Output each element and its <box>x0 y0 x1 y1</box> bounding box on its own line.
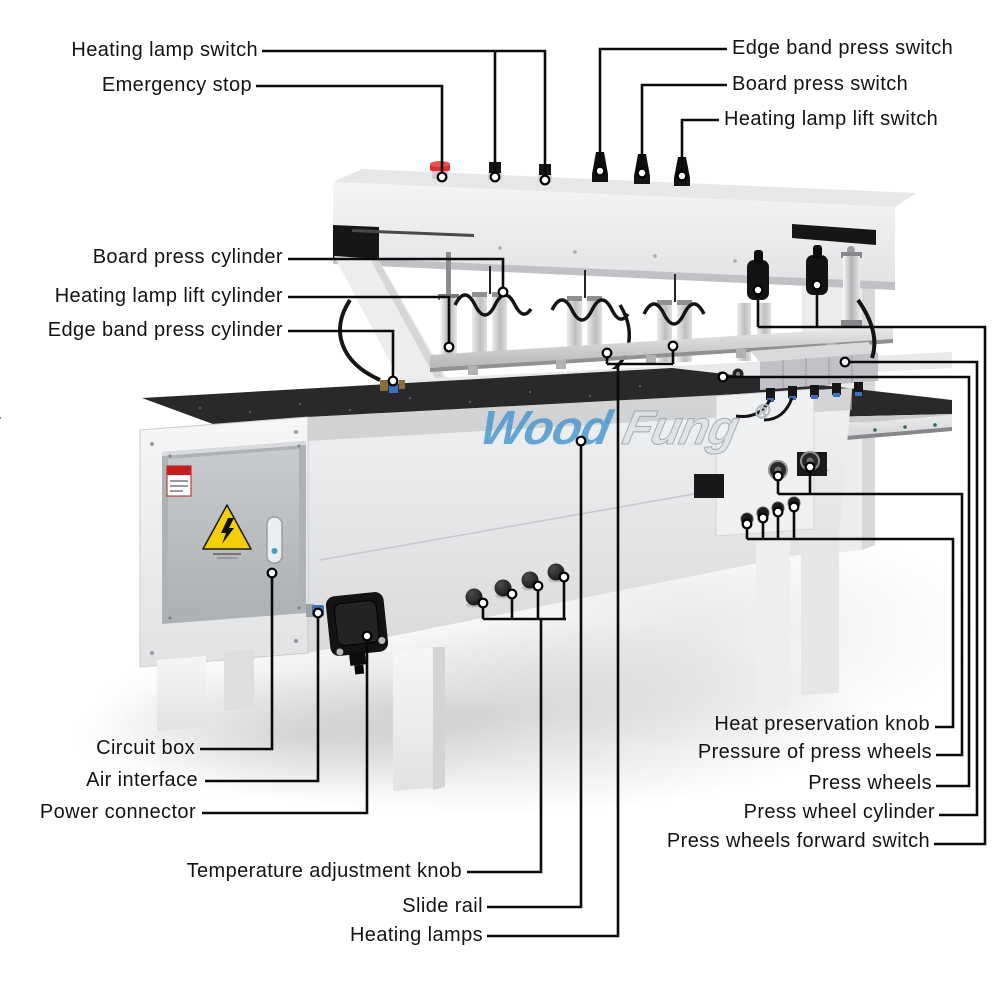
callout-line-pressure-of-press-wheels <box>776 470 964 757</box>
cable <box>338 298 381 382</box>
right-chrome-cylinder <box>841 246 877 359</box>
callout-label-press-wheels-forward-switch: Press wheels forward switch <box>666 830 930 852</box>
callout-label-heating-lamps: Heating lamps <box>349 924 483 946</box>
callout-line-press-wheels <box>727 375 971 788</box>
press-wheels-forward-switch-toggles <box>747 245 828 300</box>
circuit-box-part <box>162 441 306 624</box>
callout-label-power-connector: Power connector <box>39 801 196 823</box>
callout-label-edge-band-press-cylinder: Edge band press cylinder <box>47 319 283 341</box>
callout-label-board-press-switch: Board press switch <box>732 73 909 95</box>
callout-line-heating-lamp-lift-switch <box>680 118 719 172</box>
callout-line-press-wheels-forward-switch <box>756 288 987 846</box>
edge-band-press-cylinder-part <box>380 380 405 393</box>
callout-line-heating-lamp-switch <box>262 49 547 176</box>
circuit-box-handle <box>266 516 283 564</box>
callout-line-edge-band-press-switch <box>598 47 727 167</box>
callout-label-edge-band-press-switch: Edge band press switch <box>732 37 954 59</box>
callout-line-circuit-box <box>200 577 274 751</box>
callout-label-temperature-adjustment-knob: Temperature adjustment knob <box>186 860 462 882</box>
callout-label-heating-lamp-switch: Heating lamp switch <box>71 39 258 61</box>
beam-right-end-cap <box>792 224 876 245</box>
callout-label-heat-preservation-knob: Heat preservation knob <box>714 713 930 735</box>
top-beam <box>333 169 916 290</box>
callout-line-heating-lamps <box>487 349 675 938</box>
registered-trademark-icon: ® <box>753 401 772 423</box>
callout-label-pressure-of-press-wheels: Pressure of press wheels <box>697 741 932 763</box>
callout-markers <box>266 165 851 642</box>
callout-line-board-press-switch <box>640 83 727 169</box>
callout-label-air-interface: Air interface <box>86 769 198 791</box>
callout-line-slide-rail <box>487 445 583 909</box>
svg-text:Wood Fung ®: Wood Fung ® <box>476 401 772 455</box>
watermark: Wood Fung ® <box>476 401 773 455</box>
heating-lamp-hoses <box>453 293 706 373</box>
machine-legs <box>157 533 839 791</box>
callout-label-heating-lamp-lift-switch: Heating lamp lift switch <box>724 108 939 130</box>
callout-label-press-wheel-cylinder: Press wheel cylinder <box>743 801 935 823</box>
callout-line-temperature-adjustment-knob <box>467 580 566 874</box>
callout-line-power-connector <box>202 640 369 815</box>
callout-label-slide-rail: Slide rail <box>402 895 483 917</box>
beam-left-end-cap <box>333 225 379 262</box>
callout-line-press-wheel-cylinder <box>849 360 979 817</box>
left-angled-support <box>334 256 455 396</box>
high-voltage-warning-icon <box>202 504 252 559</box>
callout-line-heat-preservation-knob <box>745 510 955 729</box>
callout-label-heating-lamp-lift-cylinder: Heating lamp lift cylinder <box>54 285 283 307</box>
watermark-word1: Wood <box>476 401 618 454</box>
callout-line-emergency-stop <box>256 84 444 173</box>
warning-sticker <box>166 465 192 497</box>
callout-line-board-press-cylinder <box>288 257 505 288</box>
cylinder-cluster-1 <box>472 292 507 354</box>
press-cylinder-clusters <box>453 266 771 373</box>
watermark-word2: Fung <box>618 401 743 454</box>
callout-label-circuit-box: Circuit box <box>96 737 195 759</box>
callout-label-emergency-stop: Emergency stop <box>101 74 252 96</box>
callout-line-edge-band-press-cylinder <box>288 329 395 377</box>
callout-line-air-interface <box>205 617 320 783</box>
callout-label-press-wheels: Press wheels <box>808 772 932 794</box>
callout-line-heating-lamp-lift-cylinder <box>288 295 451 343</box>
callout-label-board-press-cylinder: Board press cylinder <box>92 246 283 268</box>
